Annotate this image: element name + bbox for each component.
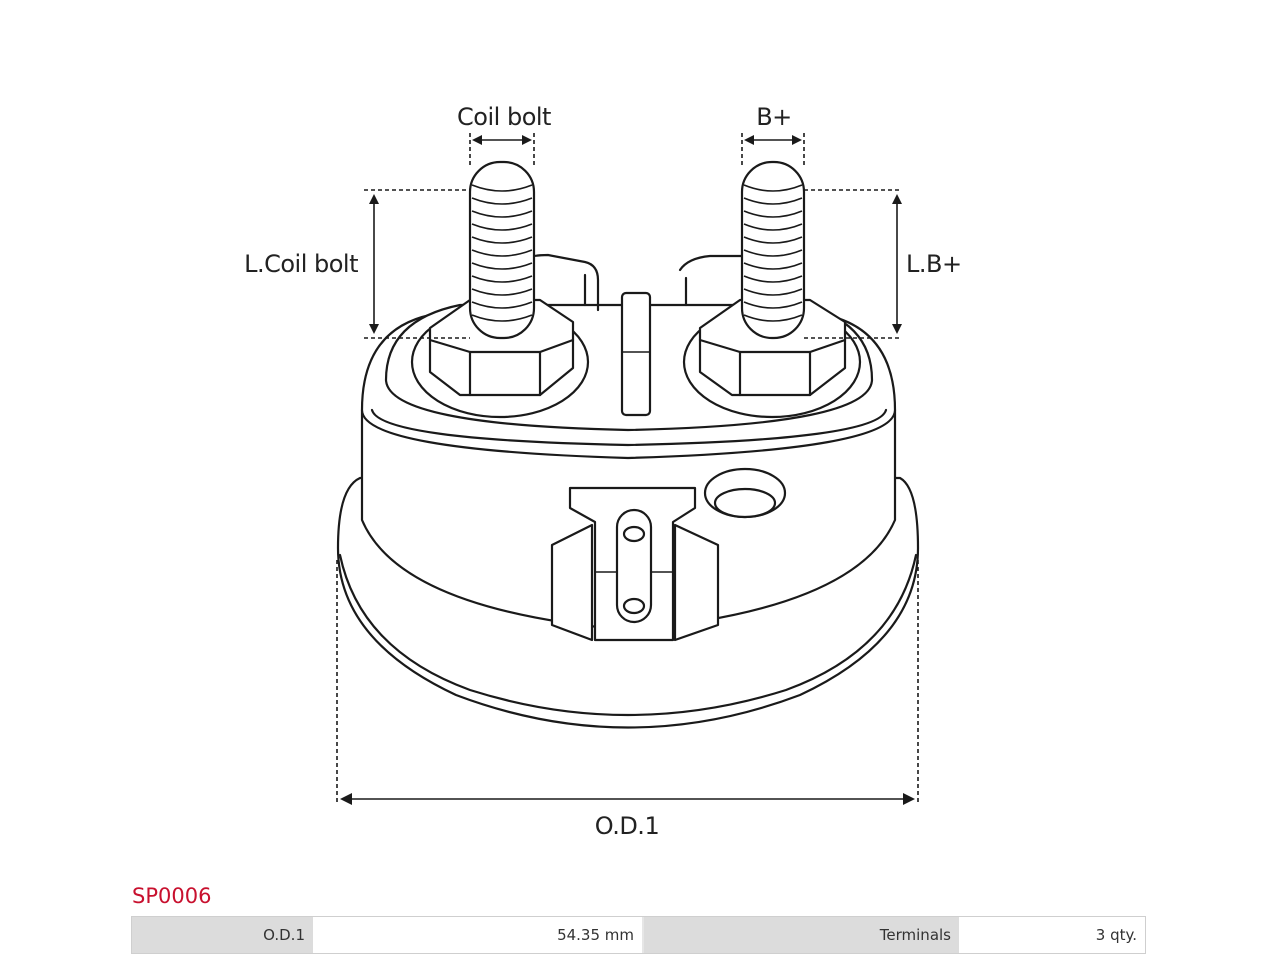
spec-value-od1: 54.35 mm	[315, 917, 644, 953]
dimension-l-coil-bolt: L.Coil bolt	[244, 189, 470, 339]
b-plus-stud	[740, 160, 806, 340]
spec-value-terminals: 3 qty.	[961, 917, 1145, 953]
center-rib	[620, 291, 652, 417]
dimension-od1: O.D.1	[336, 560, 919, 840]
spec-key-terminals: Terminals	[644, 917, 961, 953]
b-plus-boss	[682, 298, 862, 419]
coil-bolt-label: Coil bolt	[457, 103, 551, 131]
solenoid-cap-diagram: Coil bolt B+ L.Coil bolt L.B+ O.D.1	[244, 103, 962, 840]
mounting-hole	[703, 467, 787, 519]
dimension-l-b-plus: L.B+	[804, 189, 962, 339]
od1-label: O.D.1	[595, 812, 659, 840]
spec-table: O.D.1 54.35 mm Terminals 3 qty.	[131, 916, 1146, 954]
part-code: SP0006	[132, 884, 212, 908]
spec-key-od1: O.D.1	[132, 917, 315, 953]
b-plus-label: B+	[756, 103, 792, 131]
coil-bolt-boss	[410, 298, 590, 419]
l-coil-bolt-label: L.Coil bolt	[244, 250, 358, 278]
front-terminal	[550, 486, 720, 642]
l-b-plus-label: L.B+	[906, 250, 962, 278]
coil-bolt-stud	[468, 160, 536, 340]
dimension-b-plus: B+	[741, 103, 805, 165]
dimension-coil-bolt: Coil bolt	[457, 103, 552, 165]
